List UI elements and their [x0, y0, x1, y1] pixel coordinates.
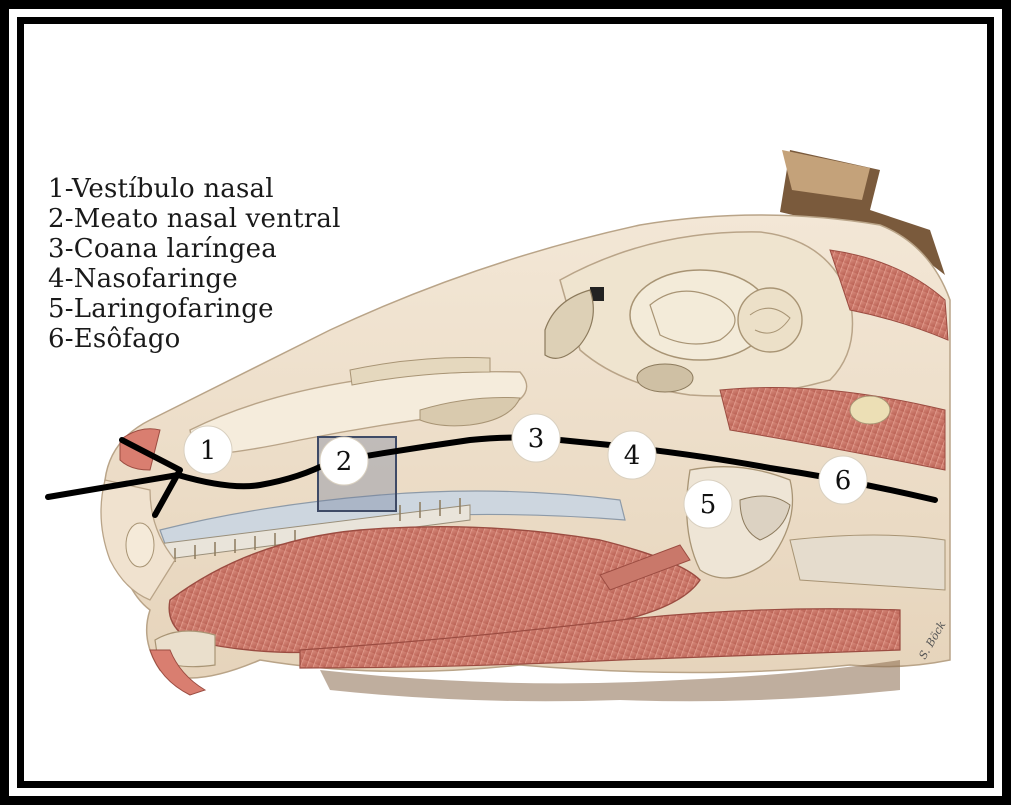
legend-item-3: 3-Coana laríngea: [48, 234, 341, 264]
legend-item-4: 4-Nasofaringe: [48, 264, 341, 294]
legend-item-5: 5-Laringofaringe: [48, 294, 341, 324]
marker-4: 4: [608, 431, 656, 479]
legend-list: 1-Vestíbulo nasal 2-Meato nasal ventral …: [48, 174, 341, 354]
svg-text:5: 5: [700, 490, 717, 520]
horse-head-sagittal-illustration: 1 2 3 4 5 6 S. Böck: [24, 24, 987, 781]
marker-2: 2: [320, 437, 368, 485]
svg-text:1: 1: [200, 436, 217, 466]
marker-5: 5: [684, 480, 732, 528]
marker-1: 1: [184, 426, 232, 474]
marker-6: 6: [819, 456, 867, 504]
svg-text:3: 3: [528, 424, 545, 454]
marker-3: 3: [512, 414, 560, 462]
svg-text:4: 4: [624, 441, 641, 471]
figure-canvas: 1 2 3 4 5 6 S. Böck 1-Vestíbulo nasal 2-…: [24, 24, 987, 781]
legend-item-2: 2-Meato nasal ventral: [48, 204, 341, 234]
legend-item-6: 6-Esôfago: [48, 324, 341, 354]
legend-item-1: 1-Vestíbulo nasal: [48, 174, 341, 204]
svg-text:6: 6: [835, 466, 852, 496]
svg-text:2: 2: [336, 447, 353, 477]
